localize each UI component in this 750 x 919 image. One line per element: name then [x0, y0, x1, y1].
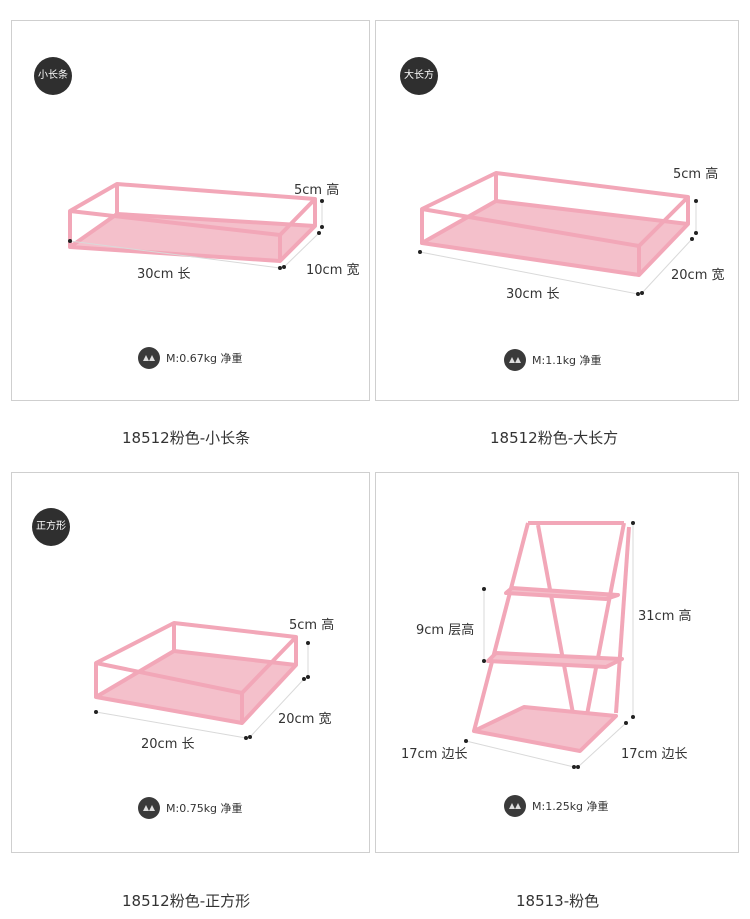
scale-icon: [138, 347, 160, 369]
width-label: 20cm 宽: [671, 268, 725, 283]
height-label: 5cm 高: [294, 183, 340, 198]
scale-icon: [504, 349, 526, 371]
total-height-label: 31cm 高: [638, 609, 692, 624]
height-label: 5cm 高: [289, 618, 335, 633]
weight-label: M:1.1kg 净重: [532, 354, 602, 367]
layer-height-label: 9cm 层高: [416, 623, 475, 638]
product-caption: 18513-粉色: [516, 892, 600, 910]
large-rectangle-tray-illustration: [418, 171, 698, 296]
product-caption: 18512粉色-大长方: [490, 429, 619, 447]
width-label: 10cm 宽: [306, 263, 360, 278]
height-label: 5cm 高: [673, 167, 719, 182]
product-badge: 大长方: [400, 57, 438, 95]
length-label: 30cm 长: [506, 287, 560, 302]
product-card-square: 正方形 5cm 高 20cm 宽 20cm 长 M:0.75kg 净重: [11, 472, 370, 853]
product-card-three-tier-rack: 9cm 层高 31cm 高 17cm 边长 17cm 边长 M:1.25kg 净…: [375, 472, 739, 853]
product-badge: 小长条: [34, 57, 72, 95]
square-tray-illustration: [94, 621, 310, 740]
length-label: 20cm 长: [141, 737, 195, 752]
right-side-label: 17cm 边长: [621, 747, 688, 762]
product-card-large-rectangle: 大长方 5cm 高 20cm 宽 30cm 长 M:1.1kg 净重: [375, 20, 739, 401]
weight-label: M:0.75kg 净重: [166, 802, 243, 815]
width-label: 20cm 宽: [278, 712, 332, 727]
small-strip-tray-illustration: [68, 182, 324, 270]
scale-icon: [138, 797, 160, 819]
weight-label: M:1.25kg 净重: [532, 800, 609, 813]
product-card-small-strip: 小长条 5cm 高 10cm 宽 30cm 长 M:0.67kg 净重: [11, 20, 370, 401]
net-weight: M:0.75kg 净重: [138, 797, 243, 819]
three-tier-rack-illustration: [464, 521, 635, 769]
left-side-label: 17cm 边长: [401, 747, 468, 762]
product-caption: 18512粉色-正方形: [122, 892, 251, 910]
length-label: 30cm 长: [137, 267, 191, 282]
weight-label: M:0.67kg 净重: [166, 352, 243, 365]
scale-icon: [504, 795, 526, 817]
net-weight: M:1.25kg 净重: [504, 795, 609, 817]
net-weight: M:1.1kg 净重: [504, 349, 602, 371]
product-badge: 正方形: [32, 508, 70, 546]
net-weight: M:0.67kg 净重: [138, 347, 243, 369]
product-caption: 18512粉色-小长条: [122, 429, 251, 447]
